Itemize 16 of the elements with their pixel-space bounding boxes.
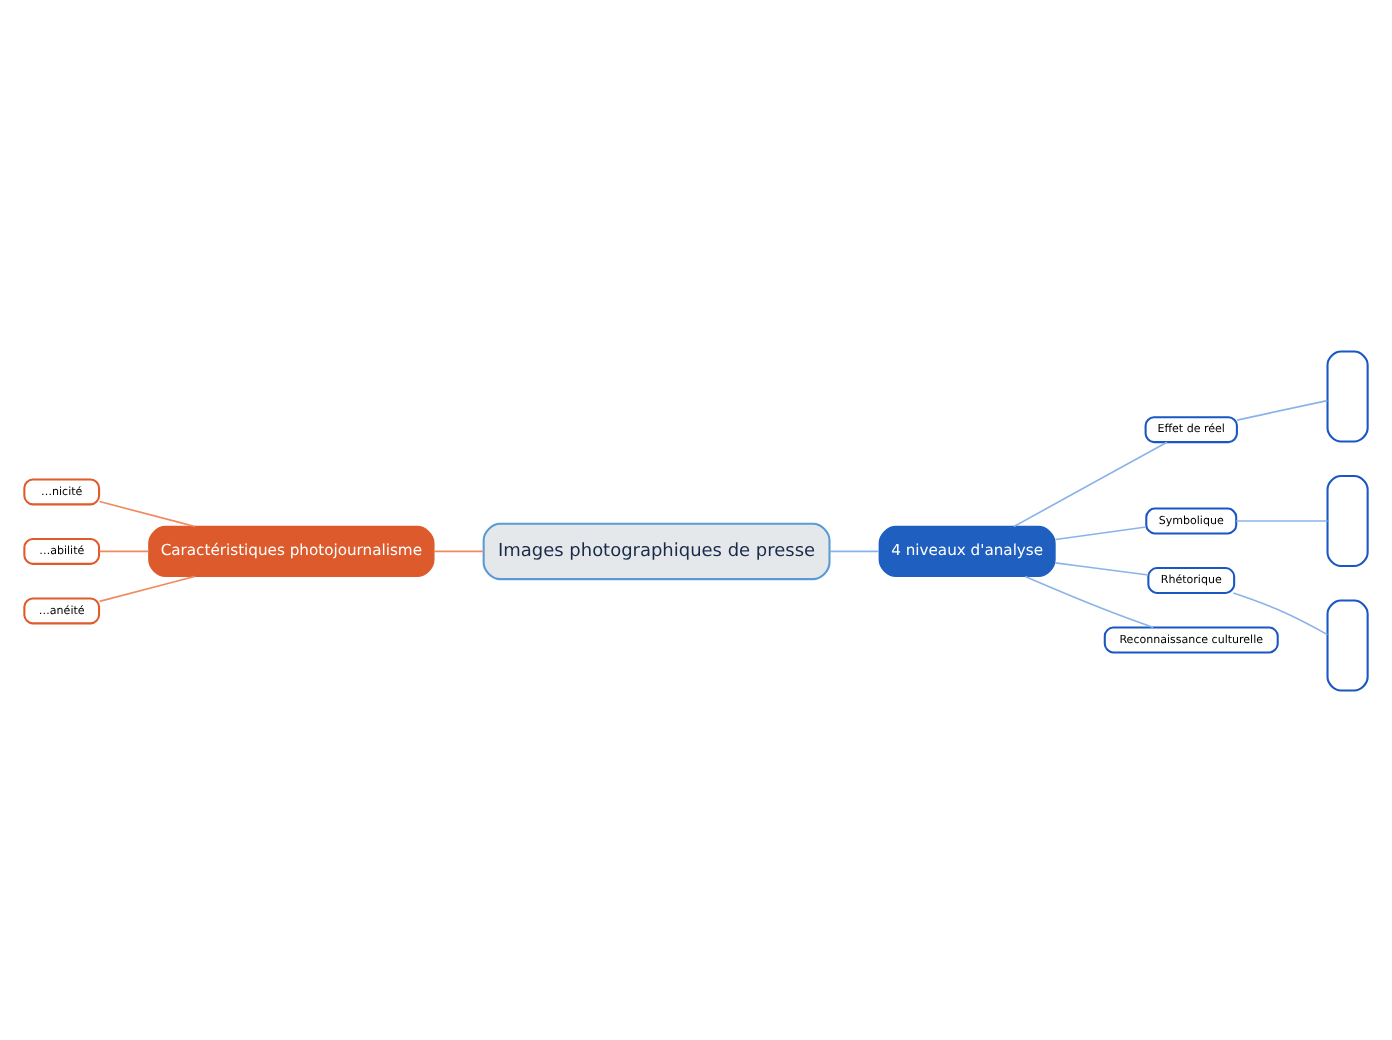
connector [1232, 591, 1329, 635]
connector [1013, 440, 1168, 527]
connector [1054, 561, 1150, 575]
connector [1236, 398, 1329, 420]
node-box [1326, 349, 1369, 442]
connector [1235, 519, 1329, 521]
node-box: Images photographiques de presse [482, 521, 831, 580]
connector [98, 499, 196, 527]
connector [98, 574, 196, 602]
connector [433, 549, 485, 552]
connector [829, 549, 880, 552]
connector [98, 549, 150, 552]
node-box [1326, 474, 1369, 566]
node-box [1326, 598, 1369, 691]
connector [1024, 574, 1155, 628]
connector [1054, 525, 1147, 540]
